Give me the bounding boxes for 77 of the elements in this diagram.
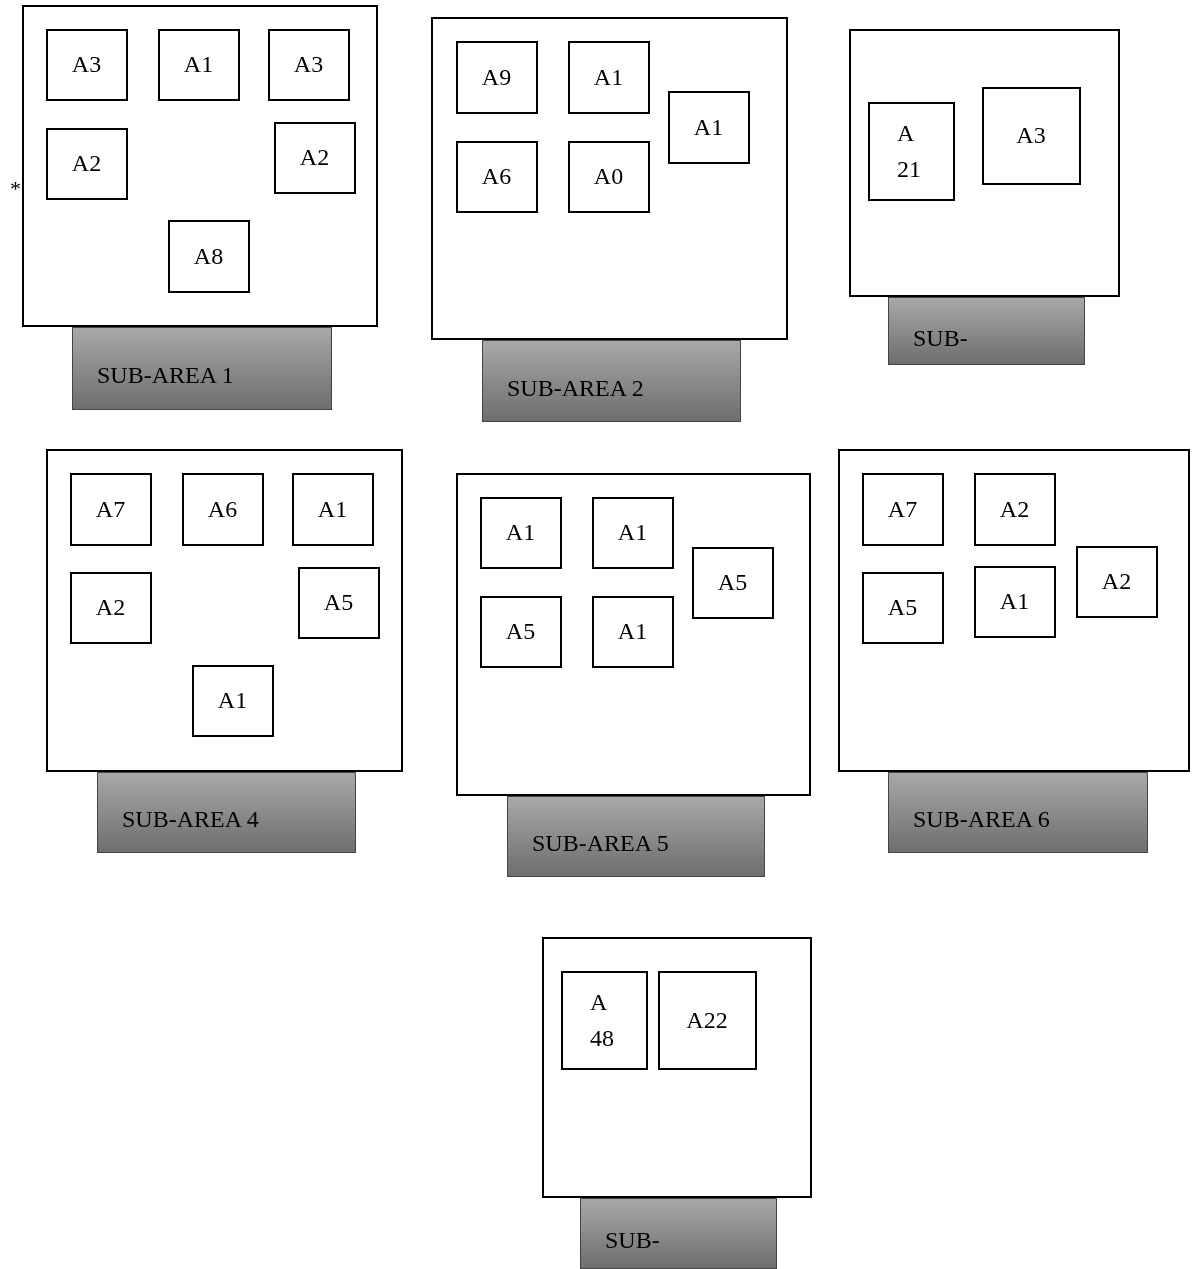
area-label-tab: SUB-AREA 1 bbox=[72, 327, 332, 410]
sub-area-box bbox=[431, 17, 788, 340]
unit-box bbox=[273, 121, 356, 194]
unit-label: A2 bbox=[95, 593, 126, 622]
unit-box bbox=[191, 664, 274, 737]
unit-box bbox=[567, 140, 650, 213]
unit-label: A5 bbox=[887, 593, 918, 622]
sub-area-box bbox=[849, 29, 1120, 297]
sub-area-box bbox=[22, 5, 378, 327]
unit-box bbox=[973, 565, 1056, 638]
unit-label: A7 bbox=[887, 494, 918, 524]
unit-box bbox=[167, 219, 250, 293]
unit-label: A1 bbox=[693, 112, 724, 142]
unit-box bbox=[297, 566, 380, 639]
unit-box bbox=[181, 472, 264, 546]
unit-box bbox=[657, 970, 757, 1070]
unit-label: A8 bbox=[193, 241, 224, 271]
unit-box bbox=[479, 595, 562, 668]
unit-box bbox=[291, 472, 374, 546]
unit-box bbox=[591, 496, 674, 569]
area-label-tab: SUB-AREA 2 bbox=[482, 340, 741, 422]
unit-box bbox=[45, 28, 128, 101]
unit-box bbox=[479, 496, 562, 569]
area-label-tab: SUB- bbox=[580, 1198, 777, 1269]
unit-label: A48 bbox=[590, 988, 615, 1053]
sub-area-box bbox=[46, 449, 403, 772]
unit-label: A1 bbox=[593, 62, 624, 92]
unit-box bbox=[567, 40, 650, 114]
unit-box bbox=[861, 472, 944, 546]
unit-box bbox=[267, 28, 350, 101]
unit-label: A1 bbox=[183, 50, 214, 79]
unit-box bbox=[667, 90, 750, 164]
unit-label: A3 bbox=[1016, 121, 1046, 150]
unit-label: A6 bbox=[481, 162, 512, 191]
sub-area-box bbox=[542, 937, 812, 1198]
unit-label: A6 bbox=[207, 494, 238, 524]
unit-label: A1 bbox=[617, 518, 648, 547]
unit-box bbox=[455, 140, 538, 213]
unit-box bbox=[981, 86, 1081, 185]
unit-label: A2 bbox=[1101, 567, 1132, 596]
area-label-tab: SUB- bbox=[888, 297, 1085, 365]
unit-box bbox=[157, 28, 240, 101]
unit-label: A1 bbox=[317, 494, 348, 524]
unit-box bbox=[69, 472, 152, 546]
area-label-tab: SUB-AREA 6 bbox=[888, 772, 1148, 853]
unit-label: A2 bbox=[299, 143, 330, 172]
unit-label: A7 bbox=[95, 494, 126, 524]
asterisk-note: * bbox=[10, 176, 21, 202]
area-label-tab: SUB-AREA 5 bbox=[507, 796, 765, 877]
unit-box bbox=[867, 101, 955, 201]
unit-label: A21 bbox=[897, 119, 922, 184]
unit-label: A0 bbox=[593, 162, 624, 191]
area-label-tab: SUB-AREA 4 bbox=[97, 772, 356, 853]
unit-box bbox=[560, 970, 648, 1070]
unit-label: A3 bbox=[293, 50, 324, 79]
unit-label: A5 bbox=[323, 588, 354, 617]
unit-label: A2 bbox=[71, 149, 102, 178]
unit-box bbox=[861, 571, 944, 644]
unit-label: A5 bbox=[505, 617, 536, 646]
unit-box bbox=[973, 472, 1056, 546]
unit-box bbox=[1075, 545, 1158, 618]
unit-box bbox=[69, 571, 152, 644]
unit-box bbox=[691, 546, 774, 619]
unit-label: A1 bbox=[999, 587, 1030, 616]
sub-area-box bbox=[838, 449, 1190, 772]
unit-label: A5 bbox=[717, 568, 748, 597]
unit-label: A22 bbox=[686, 1005, 728, 1035]
unit-box bbox=[591, 595, 674, 668]
unit-label: A2 bbox=[999, 494, 1030, 524]
unit-box bbox=[45, 127, 128, 200]
unit-label: A1 bbox=[217, 686, 248, 715]
sub-area-box bbox=[456, 473, 811, 796]
unit-label: A3 bbox=[71, 50, 102, 79]
unit-label: A1 bbox=[505, 518, 536, 547]
unit-box bbox=[455, 40, 538, 114]
unit-label: A1 bbox=[617, 617, 648, 646]
unit-label: A9 bbox=[481, 62, 512, 92]
